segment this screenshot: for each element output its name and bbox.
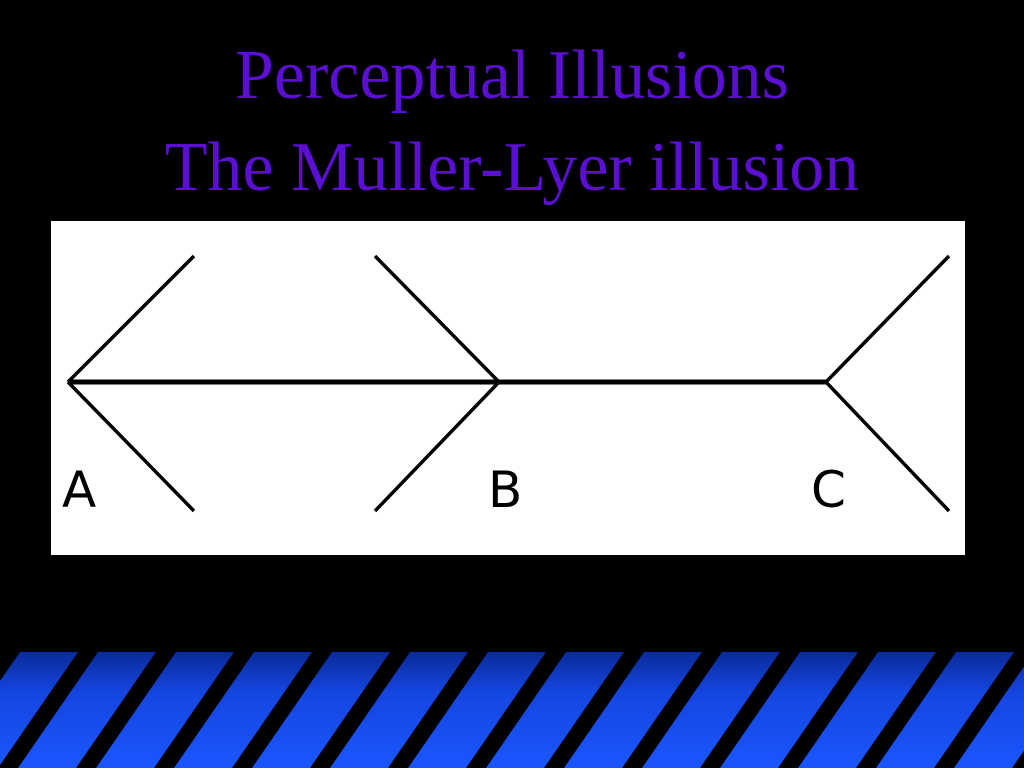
stripe (622, 652, 722, 768)
decorative-stripe-band (0, 652, 1024, 768)
stripe (778, 652, 878, 768)
slide-title-line-2: The Muller-Lyer illusion (164, 129, 860, 206)
slide-title: Perceptual Illusions The Muller-Lyer ill… (0, 30, 1024, 214)
stripe (0, 652, 20, 681)
stripe (856, 652, 956, 768)
stripe (466, 652, 566, 768)
stripe (700, 652, 800, 768)
label-a: A (62, 461, 96, 519)
stripe (0, 652, 98, 768)
label-b: B (488, 461, 522, 519)
stripe (544, 652, 644, 768)
stripe (388, 652, 488, 768)
muller-lyer-svg: A B C (62, 254, 951, 519)
stripe (76, 652, 176, 768)
fin-b-lower (373, 380, 501, 513)
stripe-lines (0, 652, 1024, 768)
stripe (934, 652, 1024, 768)
stripe (232, 652, 332, 768)
fin-a-lower (66, 380, 196, 513)
fin-b-upper (373, 254, 501, 384)
fin-a-upper (66, 254, 196, 384)
muller-lyer-diagram: A B C (51, 221, 965, 555)
fin-c-lower (824, 380, 951, 513)
stripe (310, 652, 410, 768)
label-c: C (811, 461, 846, 519)
fin-c-upper (824, 254, 951, 384)
stripe (154, 652, 254, 768)
stripe-band-svg (0, 652, 1024, 768)
slide-title-line-1: Perceptual Illusions (234, 37, 790, 114)
